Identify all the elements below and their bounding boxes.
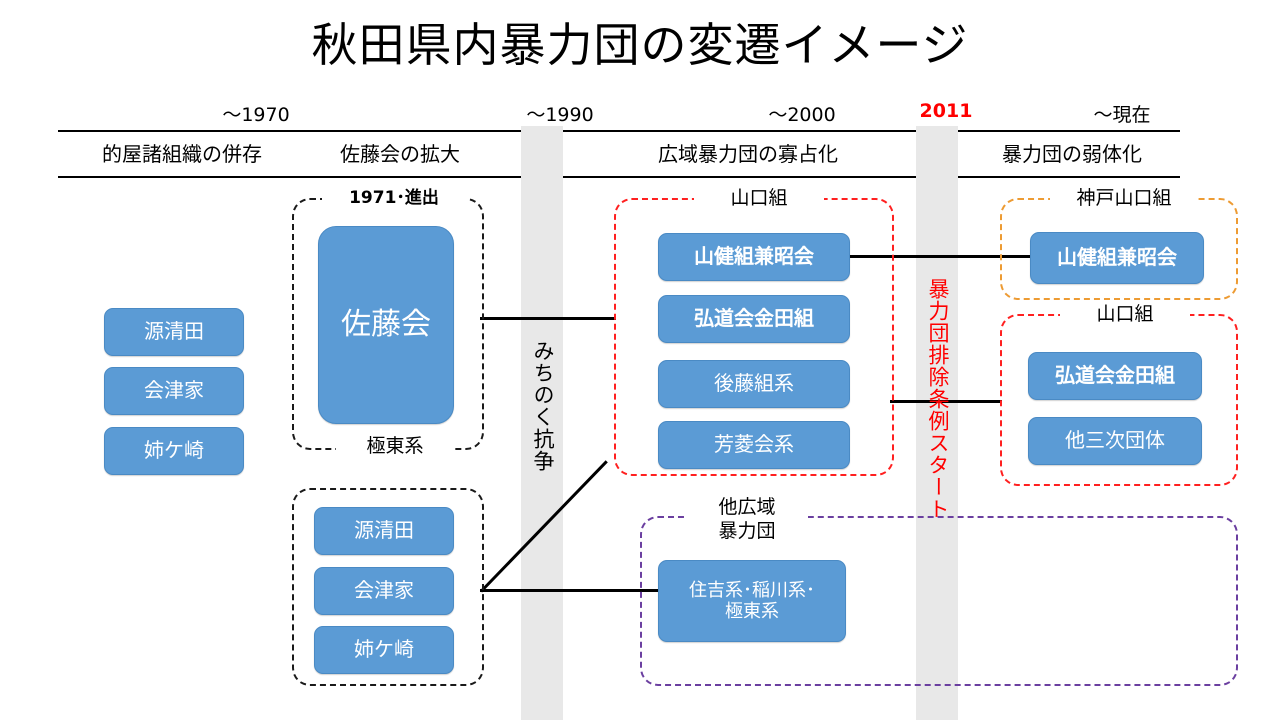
year-label-1970: ～1970 [222,104,290,126]
group-label-yamaguchigumi-present: 山口組 [1060,303,1190,325]
org-box-gotogumi-kei[interactable]: 後藤組系 [658,360,850,408]
connector-tekiya-horizontal [480,589,660,592]
org-box-anegasaki-1990[interactable]: 姉ケ崎 [314,626,454,674]
year-label-1990: ～1990 [526,104,594,126]
group-label-other-kouiki-line2: 暴力団 [718,520,776,542]
era-label-jakutaika: 暴力団の弱体化 [1002,142,1142,166]
org-box-aizuya-1970[interactable]: 会津家 [104,367,244,415]
org-box-other-tertiary[interactable]: 他三次団体 [1028,417,1202,465]
group-label-other-kouiki: 他広域暴力団 [686,495,808,543]
org-box-motokiyoda-1970[interactable]: 源清田 [104,308,244,356]
org-box-anegasaki-1970[interactable]: 姉ケ崎 [104,427,244,475]
connector-sato-to-yamaguchi [480,317,616,320]
org-box-kodokai-kanedagumi-present[interactable]: 弘道会金田組 [1028,352,1202,400]
org-box-kodokai-kanedagumi-2000[interactable]: 弘道会金田組 [658,295,850,343]
header-rule-top [58,130,1180,132]
band-michinoku-label: みちのく抗争 [531,340,556,472]
band-exclusion-ordinance [916,126,958,720]
org-box-line1: 住吉系･稲川系･ [689,579,815,601]
band-michinoku-conflict [521,126,563,720]
org-box-aizuya-1990[interactable]: 会津家 [314,567,454,615]
connector-yamaguchi-to-yamaguchi [890,400,1002,403]
connector-yamaken-to-kobe [848,255,1032,258]
org-box-sumiyoshi-inagawa-kyokuto[interactable]: 住吉系･稲川系･極東系 [658,560,846,642]
group-label-1971-shinshutsu: 1971･進出 [322,187,466,209]
year-label-2000: ～2000 [768,104,836,126]
org-box-yamaken-kenshokai-present[interactable]: 山健組兼昭会 [1030,232,1204,284]
era-label-satokai: 佐藤会の拡大 [340,142,460,166]
org-box-yoshibishikai-kei[interactable]: 芳菱会系 [658,421,850,469]
org-box-motokiyoda-1990[interactable]: 源清田 [314,507,454,555]
era-label-kouiki: 広域暴力団の寡占化 [658,142,838,166]
org-box-satokai[interactable]: 佐藤会 [318,226,454,424]
page-title: 秋田県内暴力団の変遷イメージ [311,18,969,72]
header-rule-bottom [58,176,1180,178]
group-label-kyokuto-kei: 極東系 [336,435,454,457]
group-label-yamaguchigumi-2000: 山口組 [694,187,824,209]
group-frame-tekiya-1990 [292,488,484,686]
year-label-2011: 2011 [919,100,973,122]
year-label-present: ～現在 [1093,104,1151,126]
band-exclusion-label: 暴力団排除条例スタート [926,278,951,520]
group-label-kobe-yamaguchigumi: 神戸山口組 [1050,187,1198,209]
group-frame-other-kouiki [640,516,1238,686]
era-label-tekiya: 的屋諸組織の併存 [102,142,262,166]
group-label-other-kouiki-line1: 他広域 [718,496,776,518]
org-box-line2: 極東系 [725,601,779,622]
org-box-yamaken-kenshokai-2000[interactable]: 山健組兼昭会 [658,233,850,281]
